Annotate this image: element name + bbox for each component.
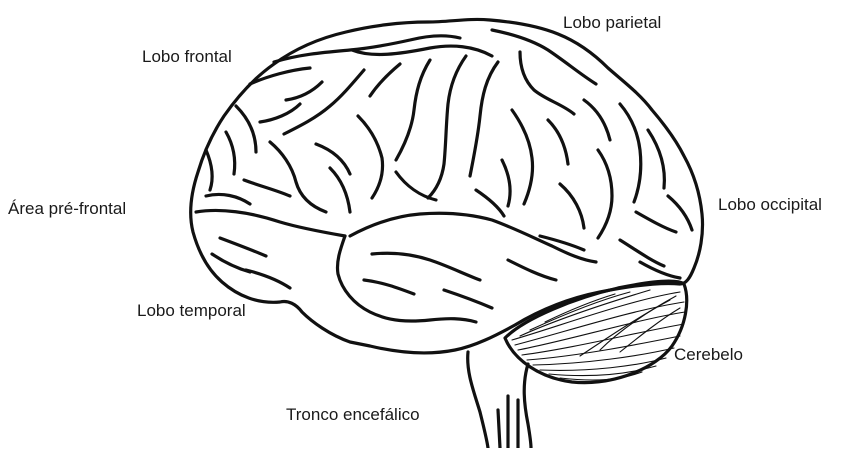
gyri-folds — [206, 30, 692, 308]
label-area-pre-frontal: Área pré-frontal — [8, 200, 126, 217]
label-lobo-temporal: Lobo temporal — [137, 302, 246, 319]
brain-stem-shape — [468, 352, 531, 448]
label-lobo-frontal: Lobo frontal — [142, 48, 232, 65]
label-lobo-parietal: Lobo parietal — [563, 14, 661, 31]
label-cerebelo: Cerebelo — [674, 346, 743, 363]
cerebellum-shape — [505, 281, 687, 382]
label-tronco-encefalico: Tronco encefálico — [286, 406, 420, 423]
label-lobo-occipital: Lobo occipital — [718, 196, 822, 213]
lateral-sulcus — [196, 210, 596, 322]
cerebrum-outline — [191, 19, 703, 353]
